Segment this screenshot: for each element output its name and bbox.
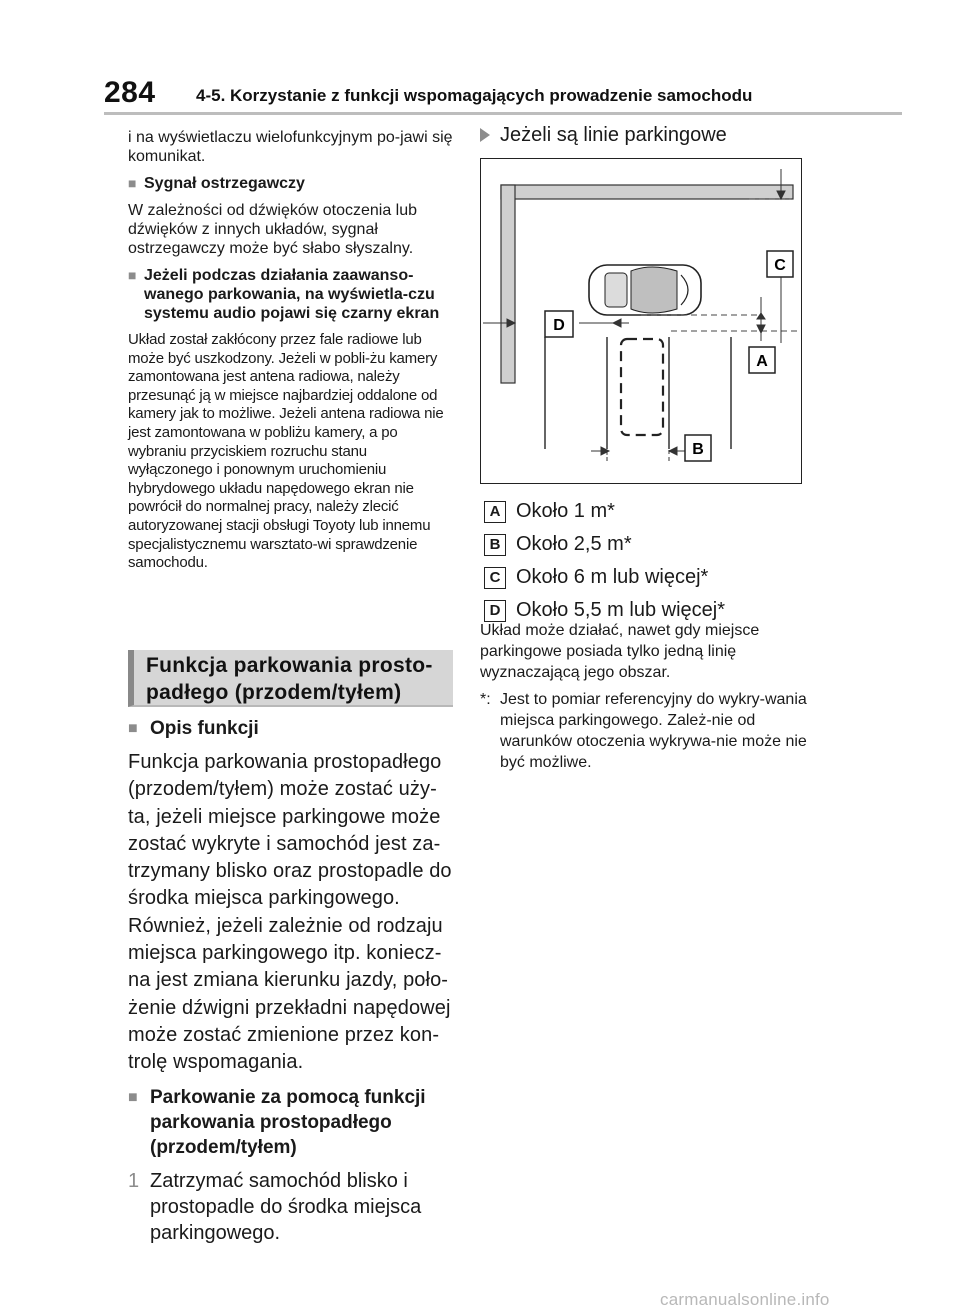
footnote-marker: *: <box>480 691 491 708</box>
square-bullet-icon: ■ <box>128 720 138 737</box>
legend-text: Około 2,5 m* <box>516 533 632 555</box>
step-number: 1 <box>128 1169 140 1192</box>
triangle-bullet-icon <box>480 128 490 142</box>
parking-lines-bullet: Jeżeli są linie parkingowe <box>480 122 806 148</box>
legend-key: D <box>484 599 506 622</box>
notes-block: Układ może działać, nawet gdy miejsce pa… <box>480 620 810 773</box>
footnote: *: Jest to pomiar referencyjny do wykry-… <box>480 689 810 773</box>
legend-key: B <box>484 533 506 556</box>
car-icon <box>588 264 702 316</box>
target-parking-slot <box>619 337 665 437</box>
legend-text: Około 6 m lub więcej* <box>516 566 709 588</box>
right-column: Jeżeli są linie parkingowe <box>480 122 806 158</box>
watermark: carmanualsonline.info <box>660 1290 830 1309</box>
chapter-title: 4-5. Korzystanie z funkcji wspomagającyc… <box>196 86 753 105</box>
step-1: 1 Zatrzymać samochód blisko i prostopadl… <box>128 1168 458 1246</box>
black-screen-text: Układ został zakłócony przez fale radiow… <box>128 331 444 572</box>
legend-text: Około 5,5 m lub więcej* <box>516 599 725 621</box>
parking-subheading: ■ Parkowanie za pomocą funkcji parkowani… <box>128 1086 426 1158</box>
section-title-line-2: padłego (przodem/tyłem) <box>146 681 402 704</box>
step-text: Zatrzymać samochód blisko i prostopadle … <box>150 1169 422 1244</box>
left-column: i na wyświetlaczu wielofunkcyjnym po-jaw… <box>128 128 454 573</box>
footnote-text: Jest to pomiar referencyjny do wykry-wan… <box>500 691 807 771</box>
diagram-legend: A Około 1 m* B Około 2,5 m* C Około 6 m … <box>484 495 814 627</box>
label-b: B <box>692 441 704 458</box>
label-d: D <box>553 317 565 334</box>
black-screen-subheading: ■ Jeżeli podczas działania zaawanso-wane… <box>128 267 440 322</box>
single-line-note: Układ może działać, nawet gdy miejsce pa… <box>480 622 760 681</box>
dimension-guides <box>606 198 797 455</box>
warning-subheading: ■ Sygnał ostrzegawczy <box>128 175 305 192</box>
legend-key: A <box>484 500 506 523</box>
square-bullet-icon: ■ <box>128 175 137 191</box>
function-subheading: ■ Opis funkcji <box>128 718 259 739</box>
intro-text: i na wyświetlaczu wielofunkcyjnym po-jaw… <box>128 129 453 165</box>
square-bullet-icon: ■ <box>128 1088 138 1106</box>
parking-diagram: C D A B <box>480 158 802 484</box>
label-c: C <box>774 257 786 274</box>
wall-left <box>500 184 516 384</box>
dimension-arrows <box>483 169 786 463</box>
diagram-labels: C D A B <box>544 250 794 462</box>
page-header: 284 4-5. Korzystanie z funkcji wspomagaj… <box>0 74 960 114</box>
legend-item-b: B Około 2,5 m* <box>484 528 814 561</box>
parking-diagram-svg: C D A B <box>483 169 797 463</box>
left-column-lower: ■ Opis funkcji Funkcja parkowania prosto… <box>128 716 458 1246</box>
page-number: 284 <box>104 76 156 109</box>
legend-key: C <box>484 566 506 589</box>
square-bullet-icon: ■ <box>128 267 137 283</box>
legend-item-c: C Około 6 m lub więcej* <box>484 561 814 594</box>
section-heading: Funkcja parkowania prosto- padłego (przo… <box>128 650 453 707</box>
warning-text: W zależności od dźwięków otoczenia lub d… <box>128 202 418 257</box>
function-description: Funkcja parkowania prostopadłego (przode… <box>128 751 452 1074</box>
legend-item-a: A Około 1 m* <box>484 495 814 528</box>
legend-item-d: D Około 5,5 m lub więcej* <box>484 594 814 627</box>
section-title-line-1: Funkcja parkowania prosto- <box>146 654 433 677</box>
parking-lines <box>544 337 732 449</box>
label-a: A <box>756 353 768 370</box>
legend-text: Około 1 m* <box>516 500 615 522</box>
wall-top <box>500 184 794 200</box>
header-divider <box>104 112 902 115</box>
